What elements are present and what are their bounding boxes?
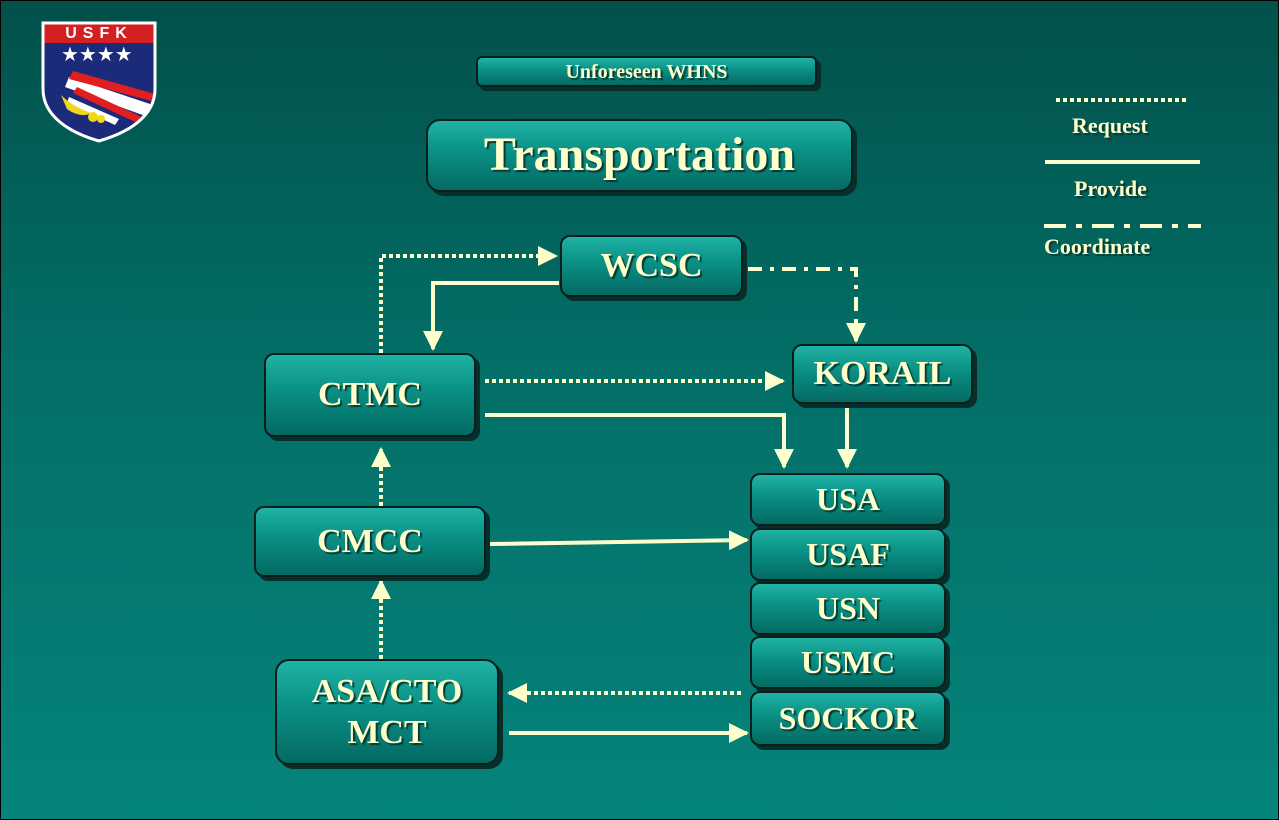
legend-provide-label: Provide	[1074, 176, 1147, 201]
node-usa: USA	[750, 473, 946, 526]
node-cmcc: CMCC	[254, 506, 486, 577]
node-wcsc-label: WCSC	[600, 247, 703, 285]
node-usa-label: USA	[815, 480, 880, 517]
node-usaf: USAF	[750, 528, 946, 581]
usfk-logo: ★★★★ USFK	[41, 21, 157, 143]
node-ctmc: CTMC	[264, 353, 476, 437]
node-cmcc-label: CMCC	[317, 522, 423, 560]
svg-text:★★★★: ★★★★	[61, 42, 133, 66]
node-sockor-label: SOCKOR	[778, 699, 918, 736]
legend-coordinate-label: Coordinate	[1044, 234, 1151, 259]
node-asa-cto-mct: ASA/CTO MCT	[275, 659, 499, 765]
node-usn-label: USN	[815, 589, 880, 626]
page-title: Transportation	[483, 128, 796, 182]
subtitle-banner: Unforeseen WHNS	[476, 56, 817, 87]
provide-cmcc-to-usaf	[488, 530, 749, 551]
provide-wcsc-to-ctmc	[423, 281, 559, 351]
provide-ctmc-to-usa	[485, 413, 794, 469]
node-usaf-label: USAF	[806, 535, 890, 572]
node-usmc-label: USMC	[800, 643, 896, 680]
node-asa-cto-label: ASA/CTO	[311, 672, 463, 710]
legend-request-label: Request	[1072, 113, 1148, 138]
page-title-banner: Transportation	[426, 119, 853, 192]
node-mct-label: MCT	[347, 714, 427, 751]
node-korail: KORAIL	[792, 344, 973, 404]
node-sockor: SOCKOR	[750, 691, 946, 746]
coordinate-wcsc-to-korail	[748, 267, 866, 343]
node-usn: USN	[750, 582, 946, 635]
node-usmc: USMC	[750, 636, 946, 689]
subtitle-text: Unforeseen WHNS	[565, 60, 728, 83]
request-ctmc-to-wcsc	[379, 246, 558, 353]
node-korail-label: KORAIL	[813, 355, 952, 393]
node-wcsc: WCSC	[560, 235, 743, 297]
logo-text: USFK	[65, 25, 133, 42]
node-ctmc-label: CTMC	[318, 376, 422, 414]
